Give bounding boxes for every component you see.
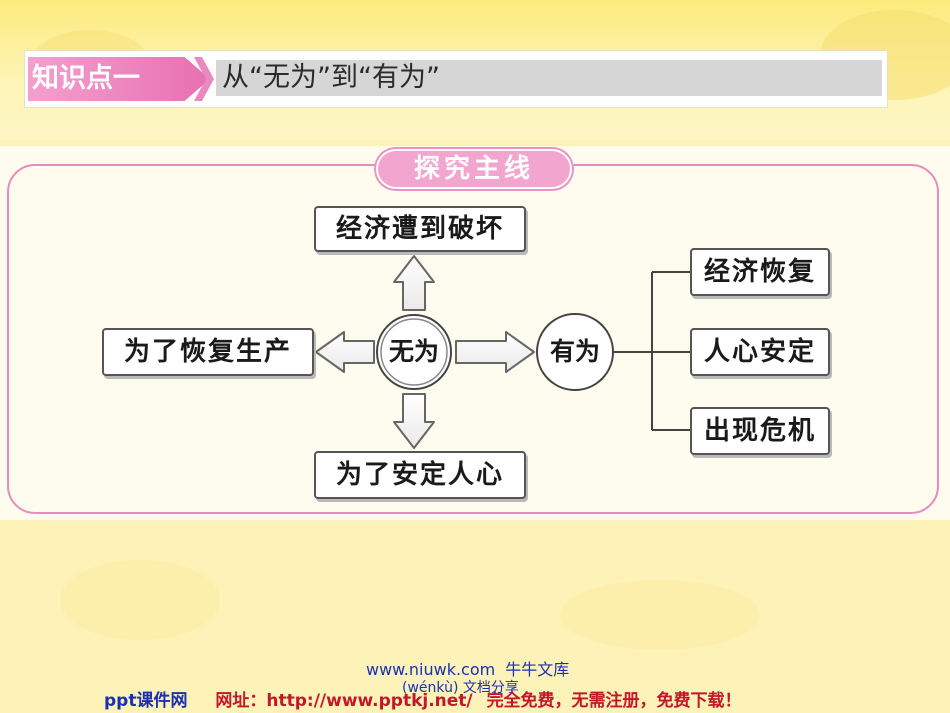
center-node-label: 无为: [388, 337, 439, 366]
section-tag-label: 知识点一: [32, 63, 140, 94]
panel-heading: 探究主线: [376, 149, 572, 189]
decor-blob: [560, 580, 760, 650]
arrow-up-icon: [393, 255, 435, 311]
section-title-bg: [216, 60, 882, 96]
right-node-label: 有为: [549, 337, 600, 366]
footer-bar: ppt课件网 网址：http://www.pptkj.net/ 完全免费，无需注…: [104, 686, 742, 711]
footer-url-link[interactable]: www.niuwk.com: [366, 660, 496, 679]
footer-url-cn: 牛牛文库: [505, 660, 570, 679]
branch-people-settled: 人心安定: [690, 328, 830, 376]
arrow-left-icon: [315, 331, 375, 373]
branch-economy-recovery: 经济恢复: [690, 248, 830, 296]
footer-ppt-label: ppt课件网: [104, 691, 188, 711]
center-node-circle: [376, 314, 452, 390]
section-title: 从“无为”到“有为”: [222, 62, 440, 93]
arrow-right-icon: [455, 331, 535, 373]
node-stabilize-people: 为了安定人心: [314, 451, 526, 499]
branch-crisis-appears: 出现危机: [690, 407, 830, 455]
footer-url-line2: (wénkù) 文档分享: [402, 680, 519, 696]
arrow-down-icon: [393, 393, 435, 449]
footer-slogan: 完全免费，无需注册，免费下载！: [486, 691, 742, 711]
decor-blob: [60, 560, 220, 640]
branch-bracket: [613, 271, 692, 431]
section-tag: [28, 57, 210, 101]
node-economy-damaged: 经济遭到破坏: [314, 206, 526, 252]
footer-site[interactable]: 网址：http://www.pptkj.net/: [215, 691, 473, 711]
node-restore-production: 为了恢复生产: [102, 328, 314, 376]
footer-url-line: www.niuwk.com 牛牛文库: [366, 656, 569, 680]
